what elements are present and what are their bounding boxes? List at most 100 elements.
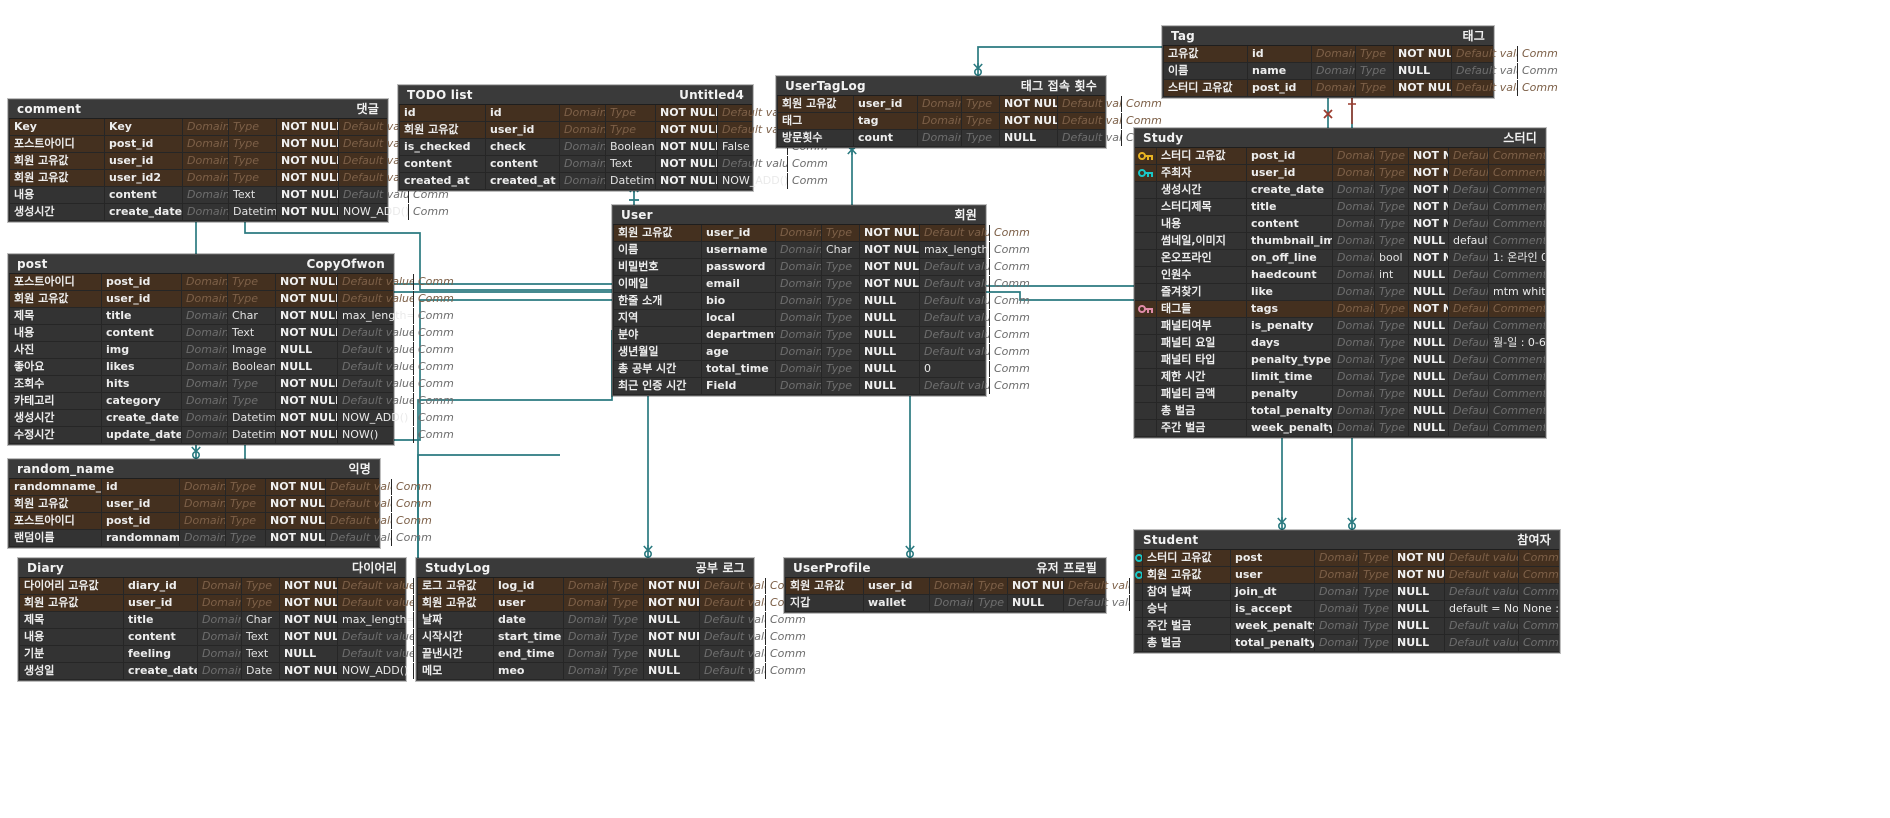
table-row[interactable]: 즐겨찾기likeDomainTypeNULLDefault valuemtm w… [1135,284,1545,301]
table-random_name[interactable]: random_name익명randomname_ididDomainTypeNO… [8,459,432,548]
table-row[interactable]: 패널티 금액penaltyDomainTypeNULLDefault value… [1135,386,1545,403]
table-row[interactable]: 패널티 요일daysDomainTypeNULLDefault value월-일… [1135,335,1545,352]
table-row[interactable]: 패널티 타입penalty_typeDomainTypeNULLDefault … [1135,352,1545,369]
table-row[interactable]: 썸네일,이미지thumbnail_imgDomainTypeNULLdefaul… [1135,233,1545,250]
table-row[interactable]: 인원수haedcountDomainintNULLDefault valueCo… [1135,267,1545,284]
